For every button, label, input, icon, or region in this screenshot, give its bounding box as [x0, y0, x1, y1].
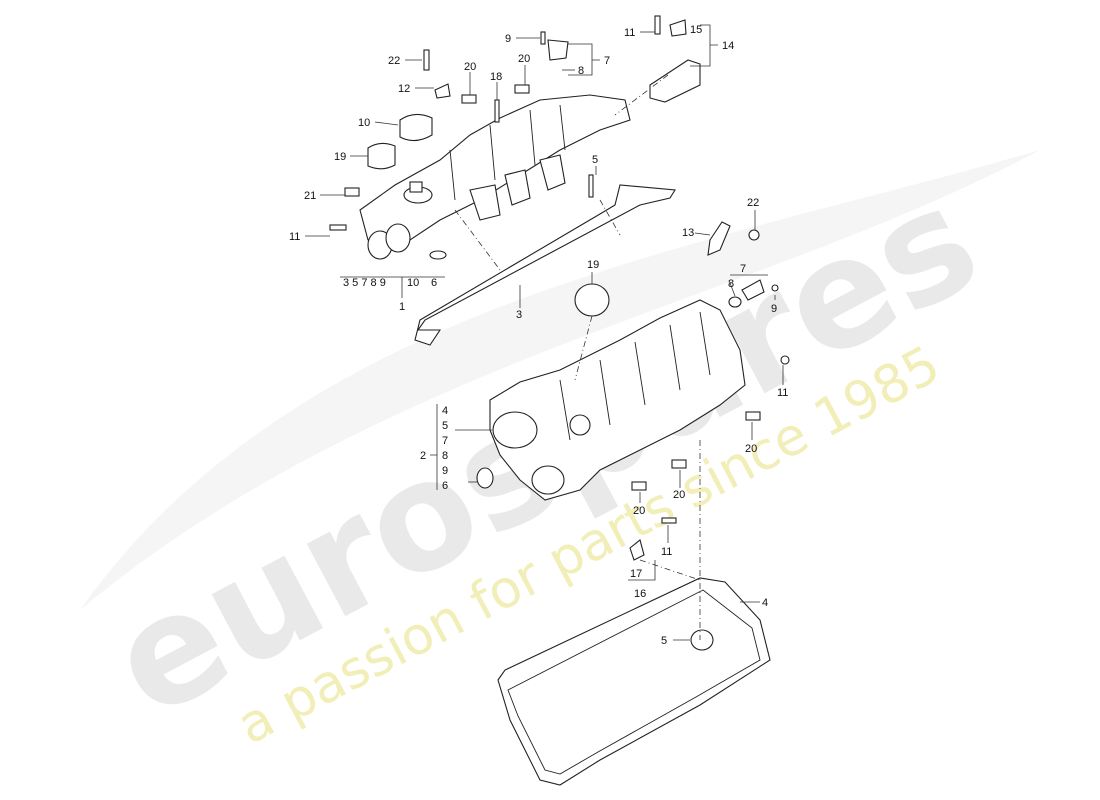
- callout-18: 18: [490, 71, 502, 83]
- seal-ring-6: [476, 467, 494, 489]
- seal-5-bottom: [690, 629, 714, 651]
- callout-group2-5: 5: [442, 420, 448, 432]
- oil-cap: [399, 113, 433, 142]
- bolt-9-right: [771, 284, 779, 292]
- ring-8-right: [728, 296, 742, 308]
- sensor-7-right: [741, 279, 765, 301]
- clip-20-bottom: [631, 481, 647, 491]
- callout-9-top: 9: [505, 33, 511, 45]
- callout-20-right: 20: [745, 443, 757, 455]
- upper-cover-assembly: [359, 94, 631, 260]
- washer-6: [429, 250, 447, 260]
- callout-22-right: 22: [747, 197, 759, 209]
- callout-11-right: 11: [777, 387, 788, 399]
- callout-group1-items: 3 5 7 8 9: [343, 277, 386, 289]
- pin-5-mid: [588, 174, 594, 198]
- bolt-11-top: [654, 15, 661, 35]
- callout-19-mid: 19: [587, 259, 599, 271]
- callout-1: 1: [399, 301, 405, 313]
- callout-14: 14: [722, 40, 734, 52]
- clip-20-b: [514, 84, 530, 94]
- clip-20-a: [461, 94, 477, 104]
- callout-group2-8: 8: [442, 450, 448, 462]
- callout-12: 12: [398, 83, 410, 95]
- callout-group2-9: 9: [442, 465, 448, 477]
- callout-20-mid: 20: [673, 489, 685, 501]
- callout-17: 17: [630, 568, 642, 580]
- callout-11-top: 11: [624, 27, 635, 39]
- callout-3: 3: [516, 309, 522, 321]
- upper-cover-fin-3: [539, 154, 566, 191]
- watermark-swoosh: [80, 150, 1040, 610]
- cover-port-front: [492, 411, 538, 449]
- callout-group2-6: 6: [442, 480, 448, 492]
- callout-group2-4: 4: [442, 405, 448, 417]
- callout-11-bottom: 11: [661, 546, 672, 558]
- bolt-18: [494, 99, 500, 123]
- upper-cover-fin-1: [469, 184, 501, 221]
- leader-lines: [305, 24, 784, 641]
- callout-group2-7: 7: [442, 435, 448, 447]
- callout-22-top: 22: [388, 55, 400, 67]
- cover-sensor-port: [569, 414, 591, 436]
- callout-7-top: 7: [604, 55, 610, 67]
- callout-8-right: 8: [728, 278, 734, 290]
- sensor-8-top: [547, 39, 569, 61]
- bracket-17: [629, 539, 645, 561]
- gasket-3: [414, 184, 676, 346]
- callout-13: 13: [682, 227, 694, 239]
- cap-cover: [367, 142, 396, 170]
- clip-21: [344, 187, 360, 197]
- bracket-13: [707, 221, 731, 256]
- bolt-11-left: [329, 224, 347, 231]
- clip-20-mid: [671, 459, 687, 469]
- callout-19-top: 19: [334, 151, 346, 163]
- callout-16: 16: [634, 588, 646, 600]
- callout-labels: 9 22 12 20 20 18 10 19 21 11 5 7 8 11 15…: [289, 24, 788, 647]
- bolt-11-bottom: [661, 517, 677, 524]
- callout-5-mid: 5: [592, 154, 598, 166]
- upper-cover-fin-2: [504, 169, 531, 206]
- callout-9-right: 9: [771, 303, 777, 315]
- clip-20-right: [745, 411, 761, 421]
- callout-group1-10: 10: [407, 277, 419, 289]
- callout-20-a: 20: [464, 61, 476, 73]
- callout-7-right: 7: [740, 263, 746, 275]
- callout-15: 15: [690, 24, 702, 36]
- callout-5-bottom: 5: [661, 635, 667, 647]
- callout-20-b: 20: [518, 53, 530, 65]
- clip-15: [669, 19, 687, 37]
- callout-10: 10: [358, 117, 370, 129]
- callout-11-left: 11: [289, 231, 300, 243]
- cover-port-lower: [531, 465, 565, 495]
- port-ring-2: [385, 223, 411, 253]
- bolt-9-top: [540, 31, 546, 45]
- bolt-11-right: [780, 355, 790, 365]
- callout-2: 2: [420, 450, 426, 462]
- callout-8-top: 8: [578, 65, 584, 77]
- clip-12: [434, 83, 451, 99]
- bolt-22-right: [748, 229, 760, 241]
- callout-group1-6: 6: [431, 277, 437, 289]
- cap-19-mid: [574, 283, 610, 317]
- main-valve-cover: [476, 221, 790, 561]
- gasket-4: [497, 577, 771, 786]
- callout-21: 21: [304, 190, 316, 202]
- bracket-clip: [409, 181, 423, 193]
- bracket-14: [649, 59, 701, 103]
- bolt-22-top: [423, 49, 430, 71]
- callout-20-bottom: 20: [633, 505, 645, 517]
- valve-cover-body: [489, 299, 746, 501]
- callout-4-right: 4: [762, 597, 768, 609]
